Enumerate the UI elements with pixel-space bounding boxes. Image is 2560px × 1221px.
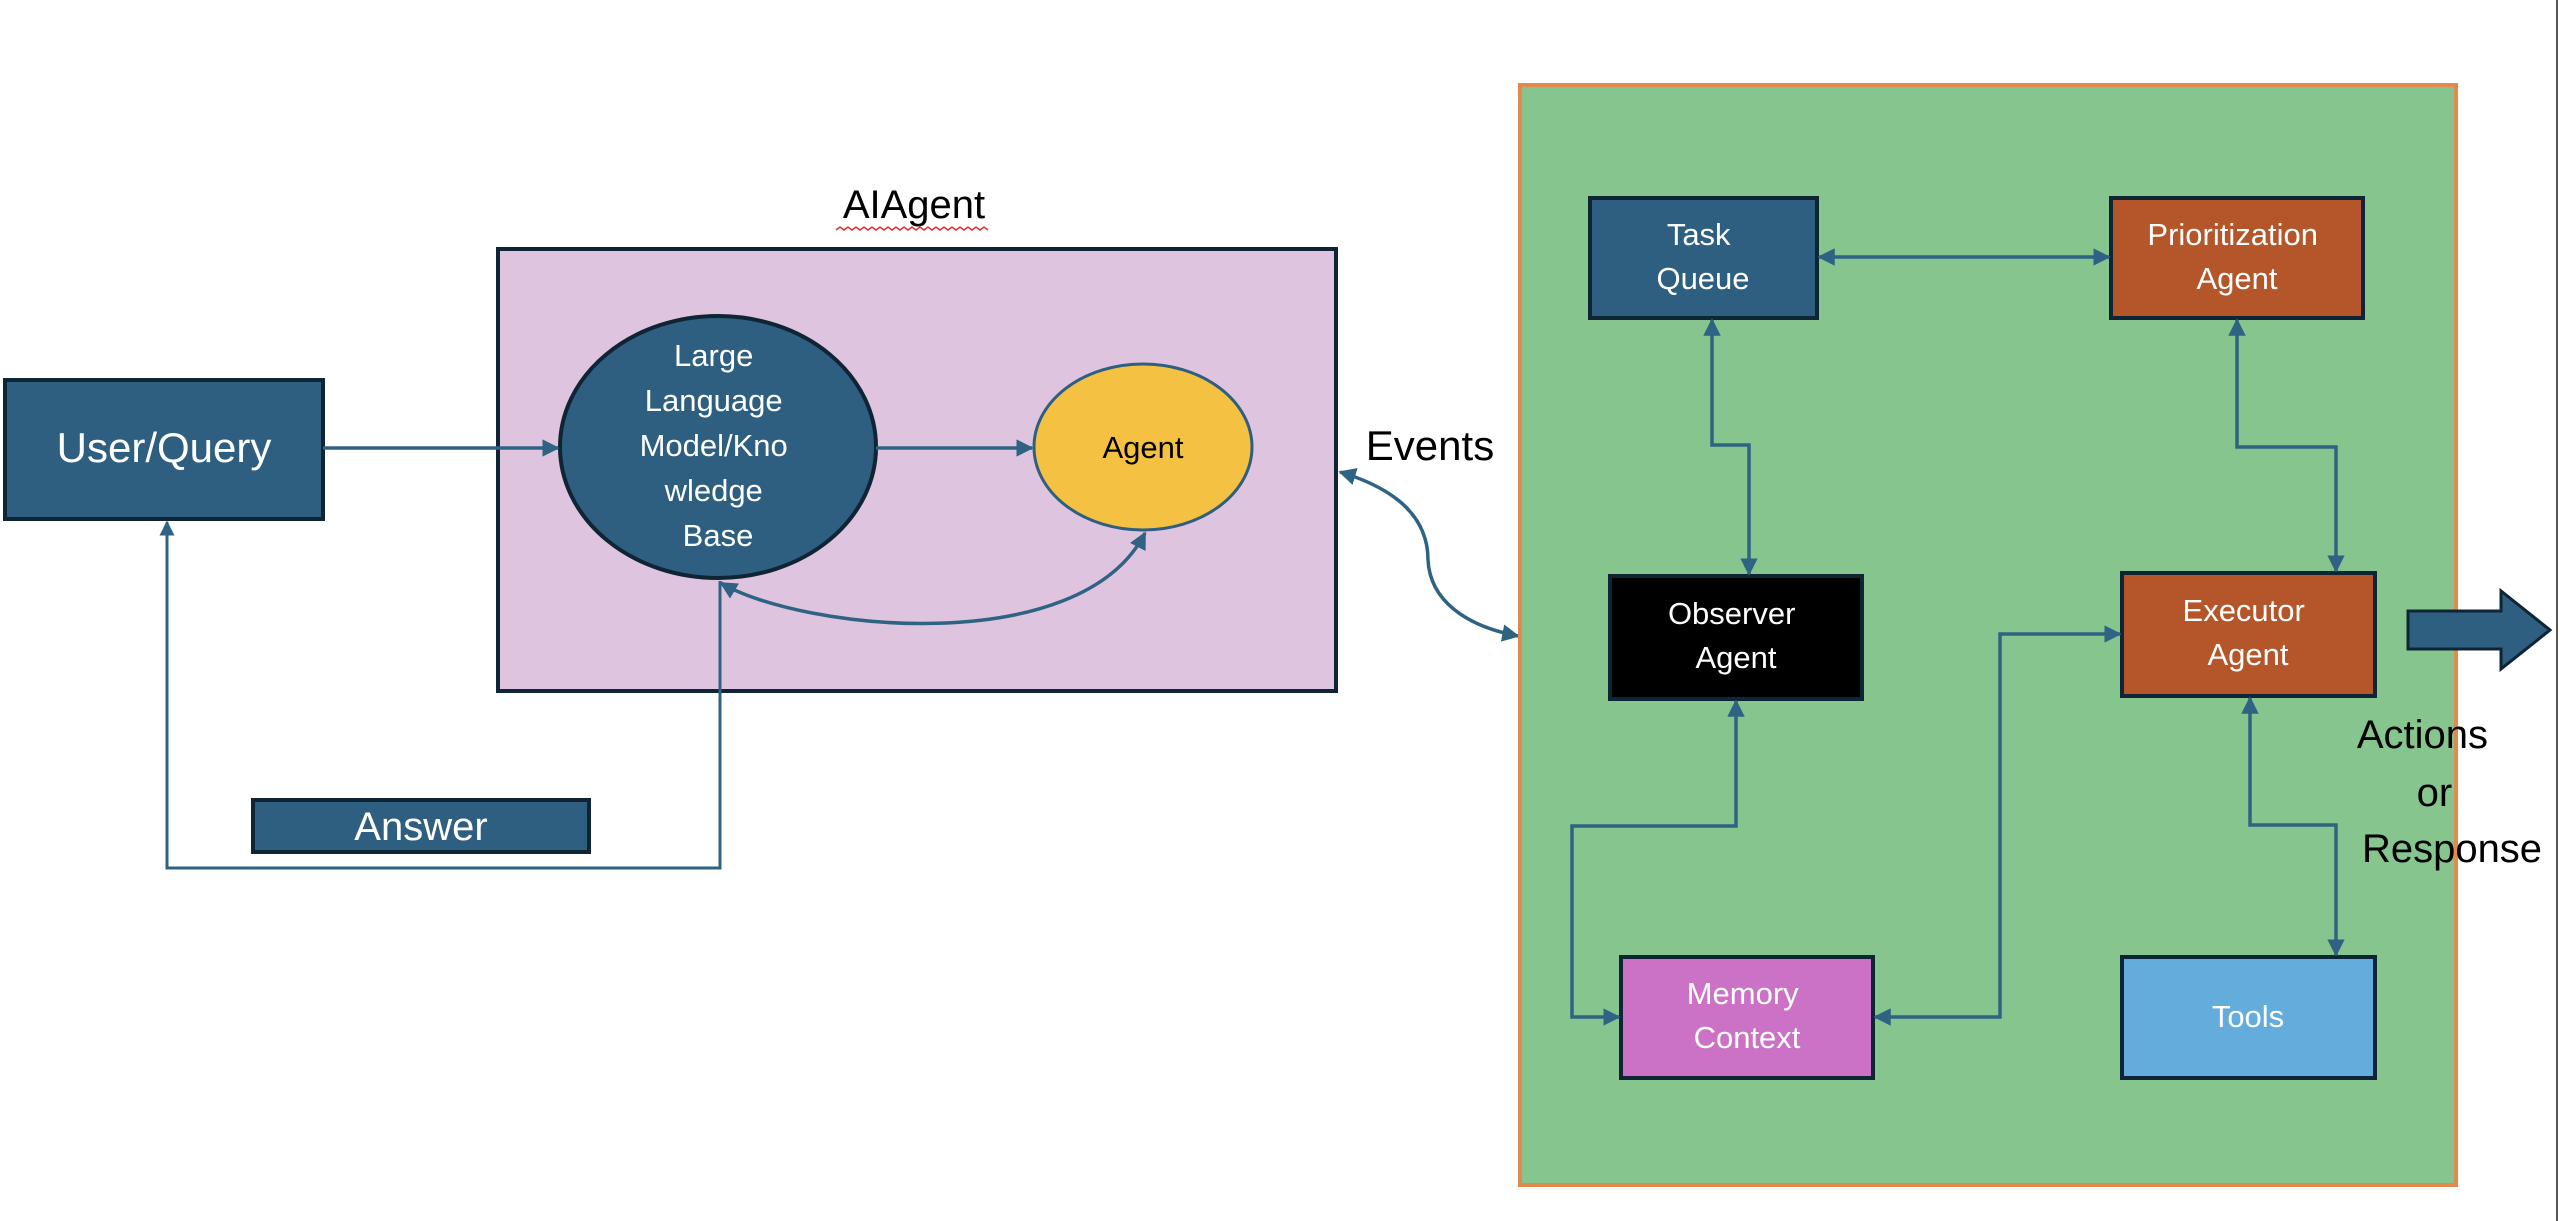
user-query-label: User/Query: [57, 424, 272, 471]
executor-agent-label: Executor Agent: [2183, 593, 2314, 672]
memory-context-node[interactable]: Memory Context: [1619, 955, 1875, 1080]
output-label: Actions or Response: [2357, 713, 2542, 871]
connector-memory-executor: [1873, 625, 2122, 1026]
connector-taskqueue-observer: [1703, 318, 1758, 576]
tools-label: Tools: [2212, 999, 2284, 1034]
connector-observer-memory: [1570, 699, 1745, 1026]
events-label: Events: [1366, 422, 1494, 469]
user-query-node[interactable]: User/Query: [3, 378, 325, 521]
task-queue-label: Task Queue: [1656, 217, 1749, 296]
connector-agent-llm-loop: [719, 531, 1147, 626]
connector-llm-to-user-answer: [159, 520, 722, 870]
connector-executor-tools: [2241, 696, 2345, 957]
llm-label: Large Language Model/Kno wledge Base: [640, 338, 797, 553]
answer-node[interactable]: Answer: [251, 798, 591, 854]
connector-events: [1338, 468, 1520, 642]
agent-node[interactable]: Agent: [1032, 362, 1254, 532]
connector-prioritization-executor: [2228, 318, 2345, 573]
llm-knowledge-base-node[interactable]: Large Language Model/Kno wledge Base: [558, 314, 878, 580]
prioritization-agent-label: Prioritization Agent: [2147, 217, 2326, 296]
task-queue-node[interactable]: Task Queue: [1588, 196, 1819, 320]
executor-agent-node[interactable]: Executor Agent: [2120, 571, 2377, 698]
agent-label: Agent: [1102, 430, 1183, 465]
observer-agent-node[interactable]: Observer Agent: [1608, 574, 1864, 701]
output-arrow-icon: [2406, 587, 2553, 673]
observer-agent-label: Observer Agent: [1668, 596, 1804, 675]
ai-agent-title: AIAgent: [843, 183, 985, 227]
prioritization-agent-node[interactable]: Prioritization Agent: [2109, 196, 2365, 320]
answer-label: Answer: [354, 805, 487, 849]
spellcheck-underline: [835, 226, 989, 231]
tools-node[interactable]: Tools: [2120, 955, 2377, 1080]
